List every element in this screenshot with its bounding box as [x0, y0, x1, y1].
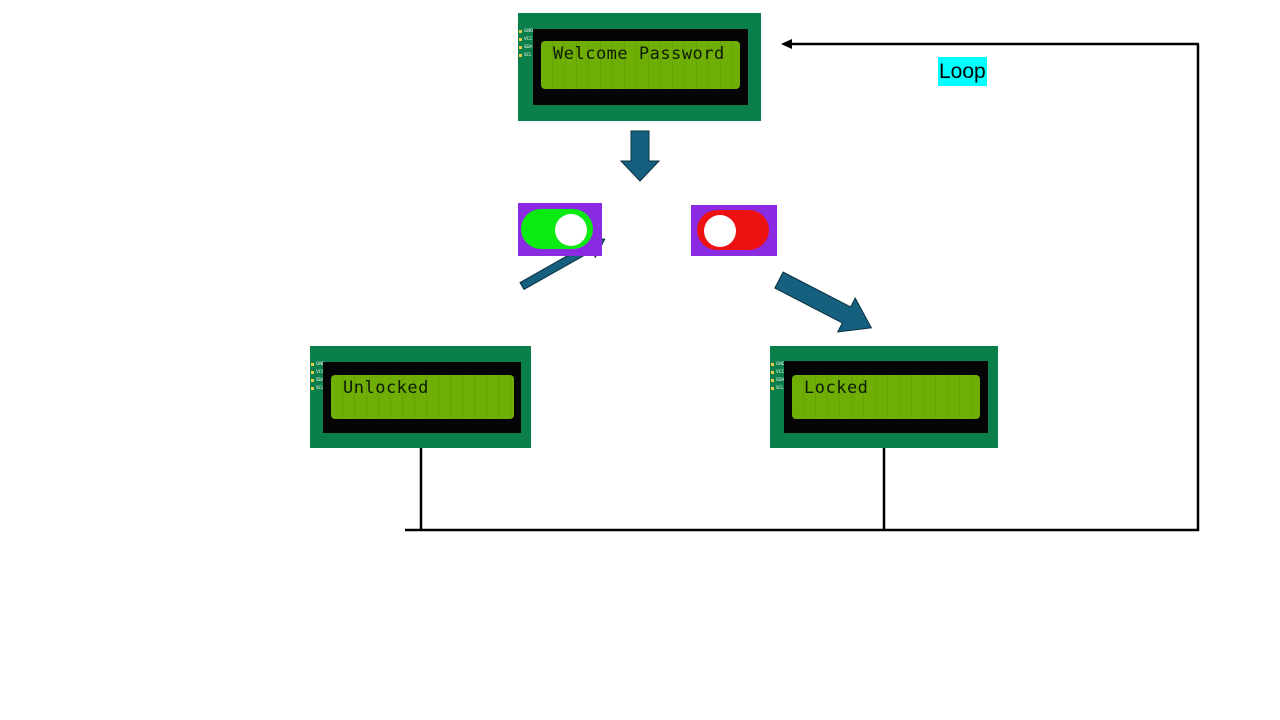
pin-label: VCC: [524, 36, 533, 41]
lcd-screen: Locked: [792, 375, 980, 419]
lcd-text-unlocked: Unlocked: [343, 378, 429, 398]
lcd-display-locked: GND VCC SDA SCL Locked: [770, 346, 998, 448]
toggle-on-knob: [555, 214, 587, 246]
lcd-display-unlocked: GND VCC SDA SCL Unlocked: [310, 346, 531, 448]
arrow-to-locked: [774, 271, 873, 333]
toggle-off-switch[interactable]: [691, 205, 777, 256]
lcd-bezel: Locked: [784, 361, 988, 433]
pin-label: GND: [776, 361, 786, 366]
lcd-display-welcome: GND VCC SDA SCL Welcome Password: [518, 13, 761, 121]
pin-label: SDA: [316, 377, 325, 382]
pin-label: GND: [316, 361, 326, 366]
pin-label: VCC: [776, 369, 785, 374]
loop-arrowhead: [781, 39, 792, 49]
lcd-pin-header: GND VCC SDA SCL: [771, 360, 787, 392]
arrow-down: [619, 130, 661, 182]
lcd-bezel: Unlocked: [323, 362, 521, 433]
loop-label: Loop: [938, 57, 987, 86]
lcd-pin-header: GND VCC SDA SCL: [311, 360, 327, 392]
lcd-screen: Welcome Password: [541, 41, 740, 89]
lcd-text-locked: Locked: [804, 378, 869, 398]
pin-label: GND: [524, 28, 534, 33]
pin-label: SCL: [776, 385, 784, 390]
pin-label: SCL: [524, 52, 532, 57]
lcd-text-welcome: Welcome Password: [553, 44, 725, 64]
lcd-pin-header: GND VCC SDA SCL: [519, 27, 535, 59]
toggle-off-knob: [704, 215, 736, 247]
lcd-bezel: Welcome Password: [533, 29, 748, 105]
pin-label: SDA: [776, 377, 785, 382]
pin-label: SDA: [524, 44, 533, 49]
lcd-screen: Unlocked: [331, 375, 514, 419]
pin-label: SCL: [316, 385, 324, 390]
toggle-on-switch[interactable]: [518, 203, 602, 256]
pin-label: VCC: [316, 369, 325, 374]
